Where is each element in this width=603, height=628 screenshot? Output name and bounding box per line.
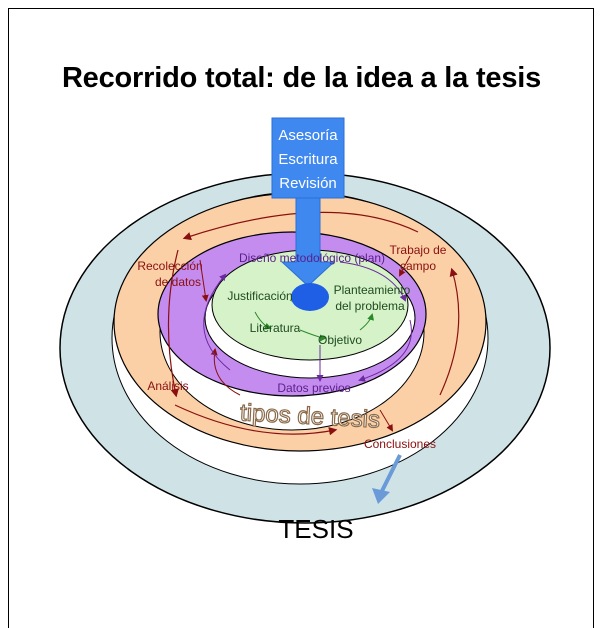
label-trabajo-1: Trabajo de xyxy=(390,243,447,257)
advice-box xyxy=(271,117,345,199)
label-recoleccion-1: Recolección xyxy=(137,259,202,273)
label-objetivo: Objetivo xyxy=(318,333,362,347)
label-justificacion: Justificación xyxy=(227,289,292,303)
label-datos-previos: Datos previos xyxy=(277,381,350,395)
box-line-2: Escritura xyxy=(278,151,338,168)
label-planteamiento-1: Planteamiento xyxy=(334,283,411,297)
center-dot xyxy=(291,283,329,311)
label-planteamiento-2: del problema xyxy=(335,299,405,313)
box-line-3: Revisión xyxy=(279,175,337,192)
label-recoleccion-2: de datos xyxy=(155,275,201,289)
box-line-1: Asesoría xyxy=(278,127,338,144)
label-trabajo-2: campo xyxy=(400,259,436,273)
label-tesis: TESIS xyxy=(278,514,353,544)
slide-title: Recorrido total: de la idea a la tesis xyxy=(61,62,542,94)
down-arrow-icon xyxy=(280,197,336,287)
label-analisis: Análisis xyxy=(147,379,188,393)
label-diseno: Diseño metodológico (plan) xyxy=(239,251,385,265)
label-literatura: Literatura xyxy=(250,321,301,335)
label-conclusiones: Conclusiones xyxy=(364,437,436,451)
